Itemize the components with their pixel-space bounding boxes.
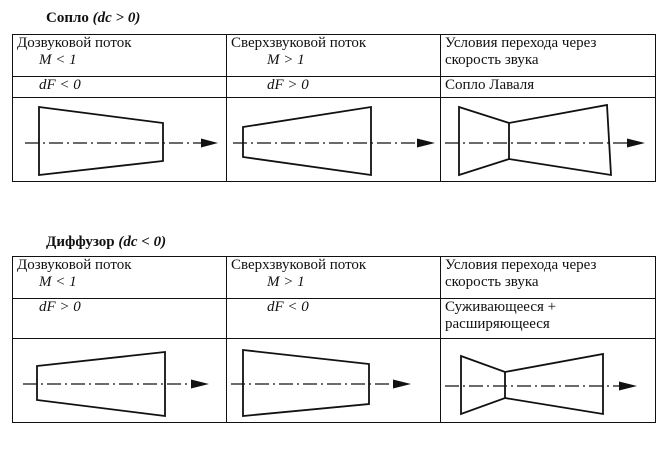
nozzle-subsonic-cell: Дозвуковой поток M < 1	[12, 34, 227, 77]
nozzle-diverging-icon	[233, 105, 435, 176]
diffuser-heading: Диффузор (dc < 0)	[46, 234, 166, 251]
nozzle-supersonic-mach: M > 1	[267, 52, 305, 68]
nozzle-header-row: Дозвуковой поток M < 1 Сверхзвуковой пот…	[12, 34, 656, 77]
diffuser-supersonic-area: dF < 0	[267, 299, 309, 316]
nozzle-figure-row	[12, 97, 656, 182]
nozzle-subsonic-header: Дозвуковой поток	[17, 35, 132, 52]
diffuser-area-row: dF > 0 dF < 0 Суживающееся + расширяющее…	[12, 298, 656, 339]
diffuser-title: Диффузор	[46, 234, 115, 250]
diffuser-table: Дозвуковой поток M < 1 Сверхзвуковой пот…	[12, 256, 656, 423]
laval-diffuser-icon	[445, 352, 637, 415]
nozzle-subsonic-mach: M < 1	[39, 52, 77, 68]
nozzle-heading: Сопло (dc > 0)	[46, 10, 140, 27]
diffuser-figure-row	[12, 338, 656, 423]
nozzle-title: Сопло	[46, 10, 89, 26]
nozzle-supersonic-cell: Сверхзвуковой поток M > 1	[226, 34, 441, 77]
diffuser-subsonic-cell: Дозвуковой поток M < 1	[12, 256, 227, 299]
diffuser-subsonic-mach: M < 1	[39, 274, 77, 290]
laval-nozzle-icon	[445, 103, 645, 176]
nozzle-condition: (dc > 0)	[92, 10, 141, 26]
nozzle-supersonic-area: dF > 0	[267, 77, 309, 94]
diffuser-subsonic-area: dF > 0	[39, 299, 81, 316]
diffuser-supersonic-mach: M > 1	[267, 274, 305, 290]
diffuser-diverging-icon	[23, 350, 209, 417]
nozzle-transition-label: Сопло Лаваля	[445, 77, 535, 94]
nozzle-section: Сопло (dc > 0) Дозвуковой поток M < 1 Св…	[12, 10, 656, 225]
nozzle-transition-cell: Условия перехода через скорость звука	[440, 34, 656, 77]
diffuser-converging-icon	[231, 348, 411, 417]
nozzle-supersonic-header: Сверхзвуковой поток	[231, 35, 367, 52]
diffuser-subsonic-header: Дозвуковой поток	[17, 257, 132, 274]
diffuser-condition: (dc < 0)	[118, 234, 167, 250]
nozzle-table: Дозвуковой поток M < 1 Сверхзвуковой пот…	[12, 34, 656, 182]
diffuser-supersonic-header: Сверхзвуковой поток	[231, 257, 367, 274]
diffuser-supersonic-cell: Сверхзвуковой поток M > 1	[226, 256, 441, 299]
nozzle-subsonic-area: dF < 0	[39, 77, 81, 94]
diffuser-transition-header: Условия перехода через скорость звука	[445, 257, 597, 291]
diffuser-header-row: Дозвуковой поток M < 1 Сверхзвуковой пот…	[12, 256, 656, 299]
nozzle-converging-icon	[25, 105, 218, 176]
nozzle-area-row: dF < 0 dF > 0 Сопло Лаваля	[12, 76, 656, 98]
diffuser-transition-label: Суживающееся + расширяющееся	[445, 299, 557, 333]
diffuser-section: Диффузор (dc < 0) Дозвуковой поток M < 1…	[12, 234, 656, 454]
nozzle-transition-header: Условия перехода через скорость звука	[445, 35, 597, 69]
diffuser-transition-cell: Условия перехода через скорость звука	[440, 256, 656, 299]
